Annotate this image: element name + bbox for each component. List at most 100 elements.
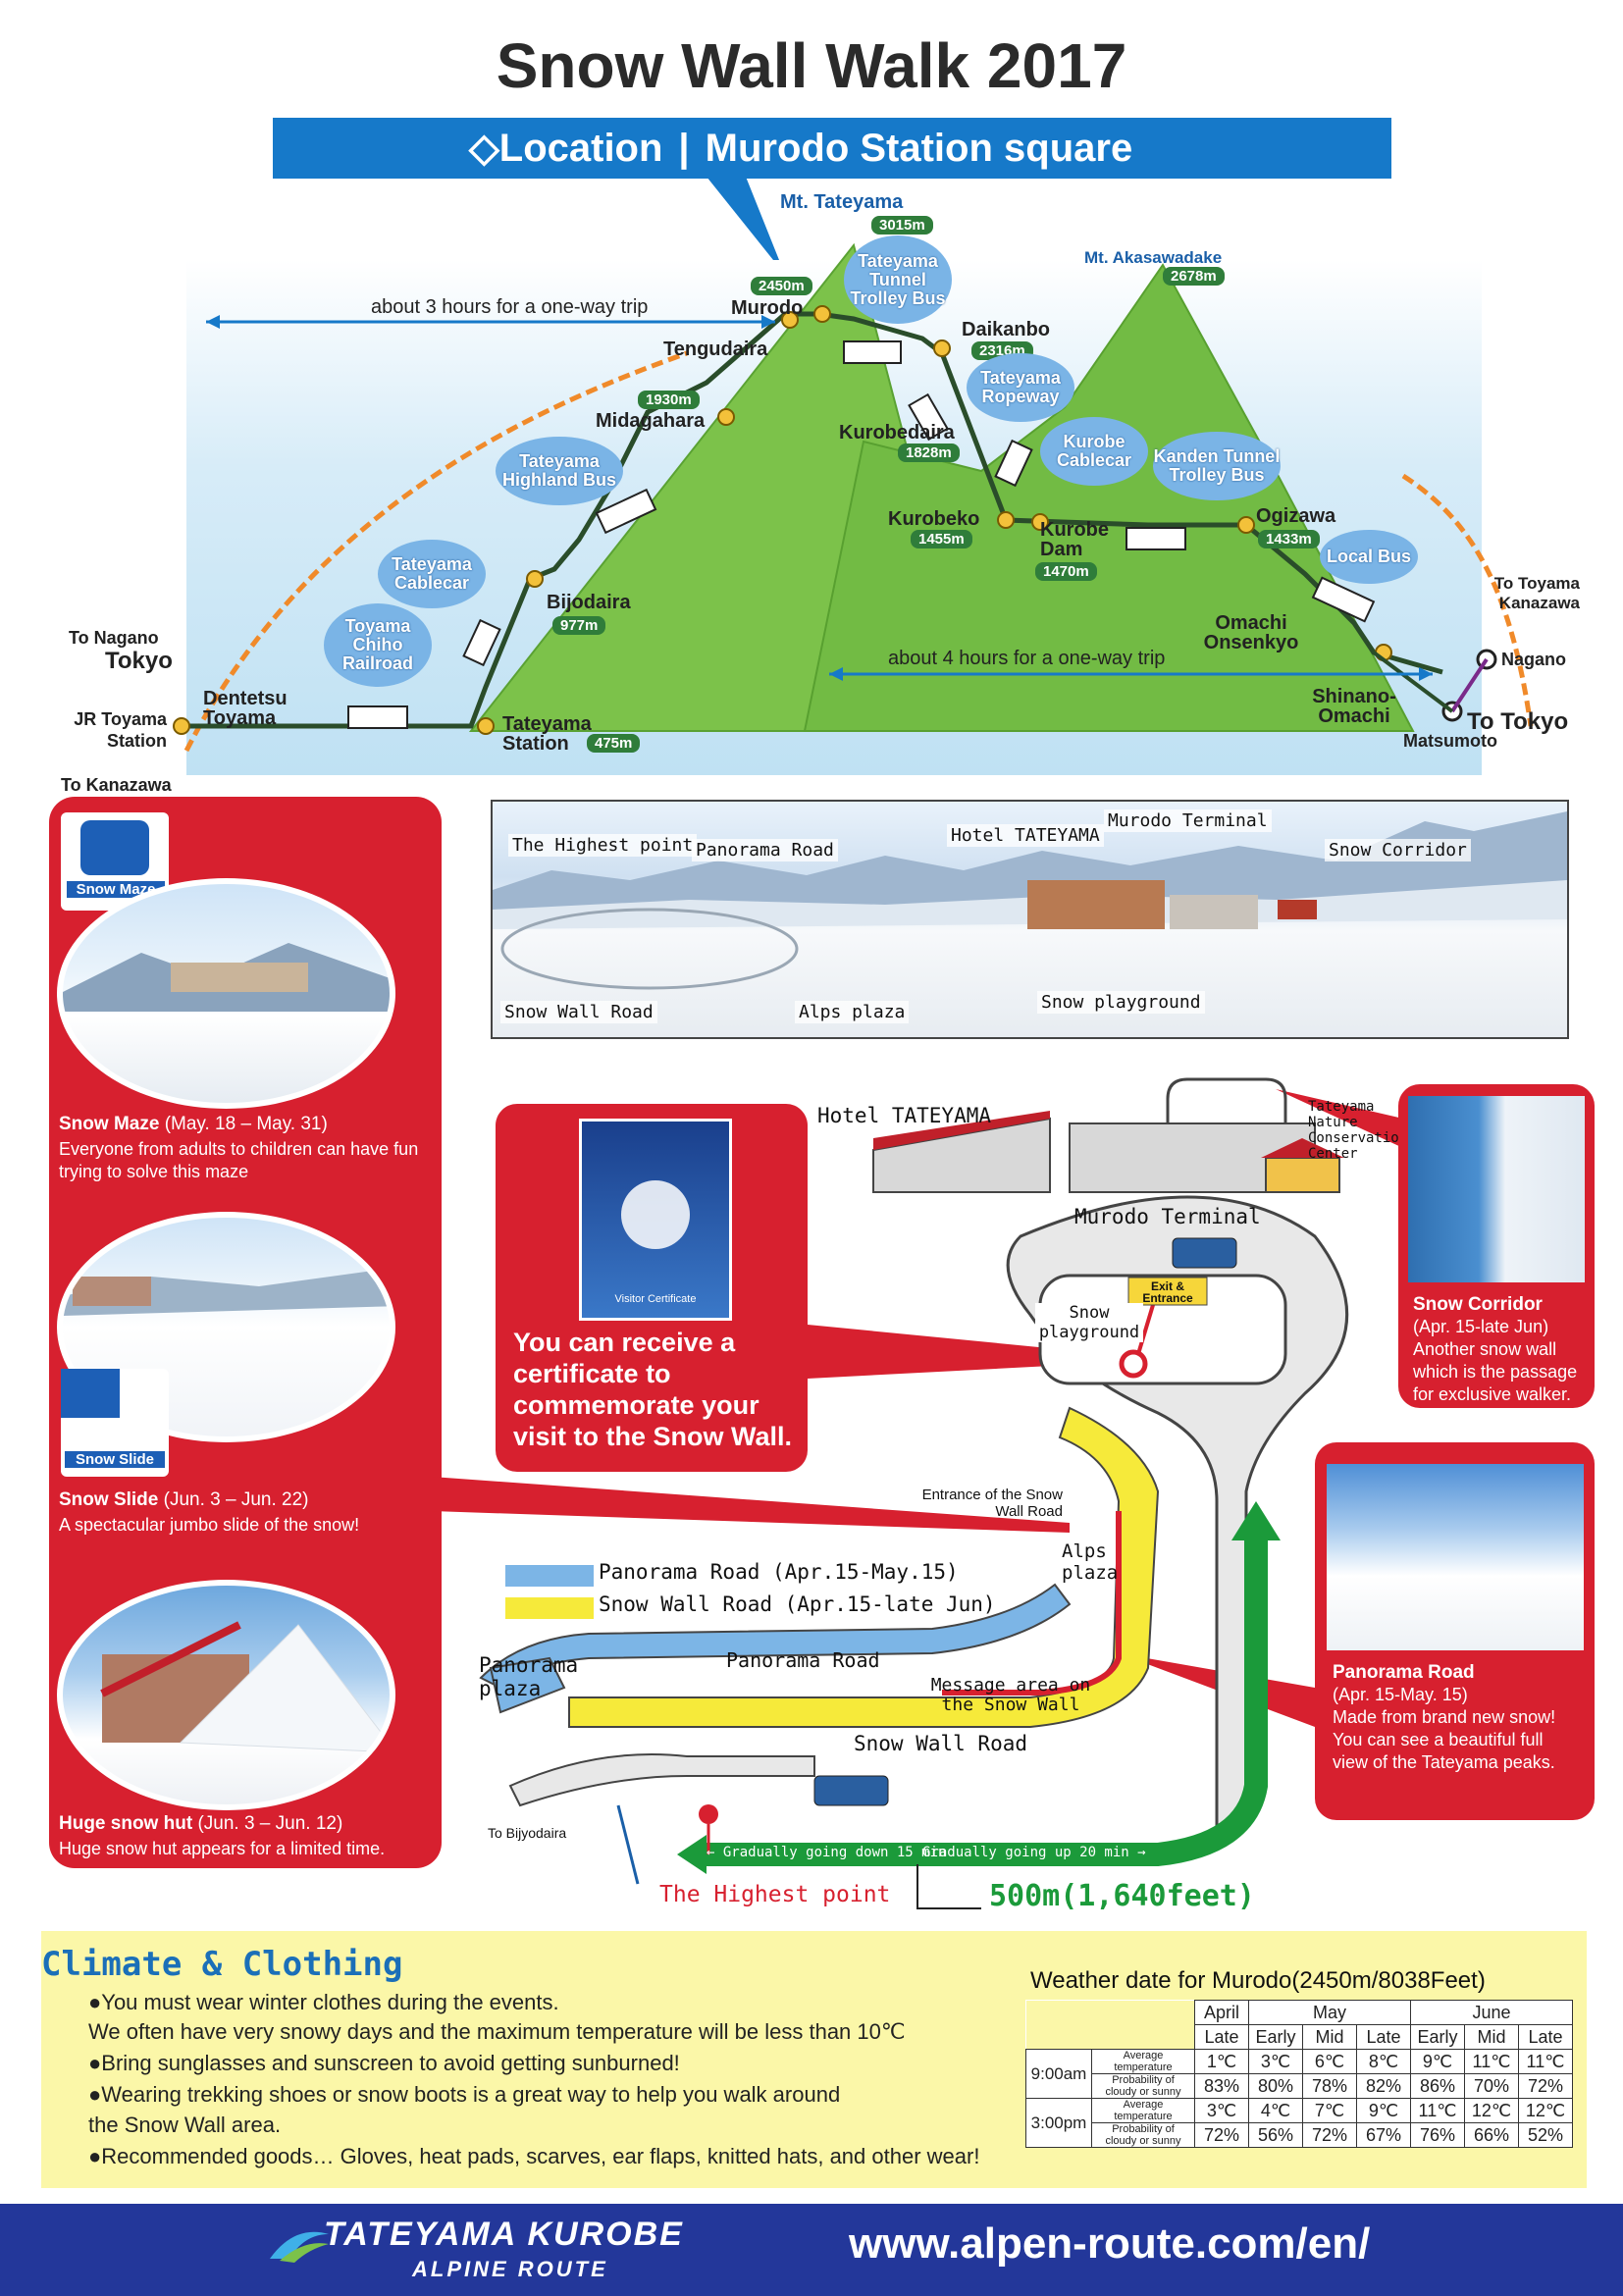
bubble-kanden-trolley: Kanden Tunnel Trolley Bus (1153, 432, 1281, 500)
dentetsu-toyama-label: Dentetsu Toyama (203, 688, 288, 729)
footer-logo-line2: ALPINE ROUTE (412, 2257, 608, 2281)
bubble-local-bus: Local Bus (1320, 530, 1418, 584)
snow-hut-title-text: Huge snow hut (59, 1813, 193, 1834)
climate-line-3: ●Bring sunglasses and sunscreen to avoid… (88, 2051, 680, 2075)
bubble-tateyama-cablecar: Tateyama Cablecar (378, 540, 486, 608)
pano-panorama-road: Panorama Road (692, 839, 838, 861)
pano-hotel: Hotel TATEYAMA (947, 824, 1104, 847)
nagano-label: Nagano (1501, 650, 1567, 669)
panorama-road-photo (1327, 1464, 1584, 1650)
daikanbo-label: Daikanbo (962, 319, 1051, 340)
kanden-bus-icon (1126, 527, 1186, 550)
site-going-up: Gradually going up 20 min → (922, 1845, 1146, 1860)
certificate-card: Visitor Certificate (579, 1119, 732, 1321)
period: Mid (1302, 2024, 1357, 2050)
cell: 72% (1194, 2122, 1249, 2148)
site-snow-wall-road-label: Snow Wall Road (854, 1732, 1028, 1755)
tateyama-station-label: Tateyama Station (502, 713, 592, 755)
cell: 3℃ (1194, 2098, 1249, 2123)
trolley-bus-icon (843, 340, 902, 364)
snow-hut-desc: Huge snow hut appears for a limited time… (59, 1839, 386, 1858)
location-divider: | (678, 126, 690, 170)
ogizawa-elev: 1433m (1258, 530, 1320, 548)
murodo-elev: 2450m (751, 277, 812, 295)
snow-slide-dates: (Jun. 3 – Jun. 22) (163, 1489, 309, 1510)
row-label: Average temperature (1091, 2049, 1195, 2074)
period: Late (1356, 2024, 1411, 2050)
omachi-onsenkyo-label: Omachi Onsenkyo (1203, 612, 1299, 653)
period: Early (1410, 2024, 1465, 2050)
site-to-bijyodaira: To Bijyodaira (488, 1825, 567, 1841)
mountain-akasawadake (803, 263, 1415, 732)
ogizawa-label: Ogizawa (1256, 505, 1336, 527)
snow-hut-dates: (Jun. 3 – Jun. 12) (197, 1813, 343, 1834)
cell: 7℃ (1302, 2098, 1357, 2123)
period: Early (1248, 2024, 1303, 2050)
climate-line-2: We often have very snowy days and the ma… (88, 2019, 906, 2044)
footer (0, 2204, 1623, 2296)
table-row: 9:00am Average temperature 1℃ 3℃ 6℃ 8℃ 9… (1025, 2049, 1573, 2099)
cell: 56% (1248, 2122, 1303, 2148)
page-title: Snow Wall Walk 2017 (496, 30, 1127, 101)
certificate-caption: Visitor Certificate (614, 1293, 697, 1305)
panorama-road-desc: Made from brand new snow! You can see a … (1333, 1707, 1556, 1772)
kurobeko-label: Kurobeko (888, 508, 980, 530)
climate-line-1: ●You must wear winter clothes during the… (88, 1990, 559, 2014)
site-conservation-label: Tateyama Nature Conservation Center (1308, 1099, 1408, 1162)
snow-maze-badge: Snow Maze (61, 812, 169, 911)
tateyama-station-elev: 475m (587, 734, 641, 753)
location-bar: ◇Location | Murodo Station square (273, 118, 1391, 179)
cell: 3℃ (1248, 2049, 1303, 2074)
panorama-road-text: Panorama Road(Apr. 15-May. 15)Made from … (1333, 1661, 1583, 1774)
snow-maze-dates: (May. 18 – May. 31) (164, 1114, 328, 1134)
climate-line-6: ●Recommended goods… Gloves, heat pads, s… (88, 2144, 980, 2168)
trip-west-label: about 3 hours for a one-way trip (371, 296, 649, 318)
midagahara-label: Midagahara (596, 410, 706, 432)
bubble-highland-bus: Tateyama Highland Bus (496, 437, 623, 505)
shinano-omachi-label: Shinano-Omachi (1312, 686, 1396, 727)
maze-icon (80, 820, 149, 875)
kurobe-dam-label: Kurobe Dam (1040, 519, 1109, 560)
legend-panorama-road: Panorama Road (Apr.15-May.15) (599, 1560, 959, 1584)
location-value: Murodo Station square (705, 126, 1133, 170)
location-pointer (707, 177, 785, 275)
panorama-road-box (1315, 1442, 1595, 1820)
arc-east (1401, 473, 1534, 727)
cell: 12℃ (1518, 2098, 1573, 2123)
bubble-kurobe-cablecar: Kurobe Cablecar (1040, 417, 1148, 486)
kurobe-dam-elev: 1470m (1035, 562, 1097, 581)
cell: 9℃ (1410, 2049, 1465, 2074)
bijodaira-label: Bijodaira (547, 592, 631, 613)
snow-maze-title: Snow Maze (May. 18 – May. 31) (59, 1114, 328, 1135)
bubble-ropeway: Tateyama Ropeway (967, 353, 1074, 422)
row-label: Probability of cloudy or sunny (1091, 2073, 1195, 2099)
mt-akasawadake-label: Mt. Akasawadake (1084, 248, 1223, 267)
cell: 83% (1194, 2073, 1249, 2099)
cell: 70% (1464, 2073, 1519, 2099)
pano-snow-corridor: Snow Corridor (1325, 839, 1471, 861)
month-may: May (1248, 2000, 1411, 2025)
snow-slide-title: Snow Slide (Jun. 3 – Jun. 22) (59, 1489, 309, 1511)
period: Late (1518, 2024, 1573, 2050)
cell: 66% (1464, 2122, 1519, 2148)
cell: 11℃ (1464, 2049, 1519, 2074)
site-panorama-plaza-label: Panorama plaza (479, 1653, 579, 1700)
site-exit-entrance-label: Exit & Entrance (1142, 1279, 1193, 1305)
snow-corridor-text: Snow Corridor(Apr. 15-late Jun)Another s… (1413, 1293, 1590, 1406)
footer-url-link[interactable]: www.alpen-route.com/en/ (849, 2219, 1371, 2268)
snow-corridor-photo (1408, 1096, 1585, 1282)
month-june: June (1410, 2000, 1573, 2025)
tengudaira-label: Tengudaira (663, 339, 768, 360)
site-murodo-terminal-label: Murodo Terminal (1074, 1205, 1261, 1228)
cell: 52% (1518, 2122, 1573, 2148)
site-distance: 500m(1,640feet) (989, 1879, 1255, 1913)
row-label: Average temperature (1091, 2098, 1195, 2123)
pano-snow-wall-road: Snow Wall Road (500, 1001, 657, 1023)
alpine-route-logo-icon (270, 2231, 329, 2263)
snow-hut-title: Huge snow hut (Jun. 3 – Jun. 12) (59, 1813, 342, 1835)
site-highest-point: The Highest point (659, 1882, 891, 1907)
snow-maze-photo (57, 878, 395, 1109)
arc-west (183, 350, 688, 753)
slide-icon (61, 1369, 120, 1418)
cell: 1℃ (1194, 2049, 1249, 2074)
